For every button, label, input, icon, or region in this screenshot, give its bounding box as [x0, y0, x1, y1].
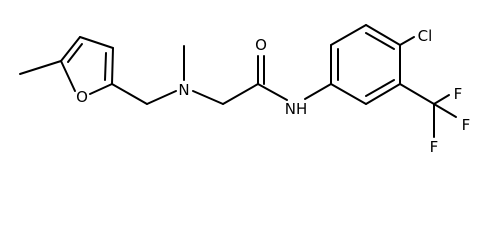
- atom-label-chlorine: Cl: [418, 27, 433, 45]
- bond-furan-c2-o: [89, 83, 113, 95]
- atom-label-amide-nh: NH: [285, 100, 308, 118]
- bond-cf3-f-right: [433, 103, 457, 118]
- bond-aryl-2: [330, 24, 367, 46]
- bond-ch2-n: [146, 90, 177, 105]
- bond-aryl-3: [365, 24, 401, 46]
- bond-furan-c4-c3: [79, 36, 114, 49]
- bond-aryl-cl: [399, 36, 415, 46]
- bond-furan-ch2: [111, 83, 148, 105]
- bond-furan-c5-c4-inner: [67, 43, 83, 63]
- bond-aryl-cf3: [399, 83, 435, 105]
- atom-label-amine-nitrogen: N: [178, 81, 189, 99]
- atom-label-fluorine-top: F: [454, 85, 463, 103]
- atom-label-fluorine-bottom: F: [430, 138, 439, 156]
- bond-aryl-5-inner: [365, 79, 395, 97]
- bond-lines: [19, 24, 457, 138]
- bond-carbonyl-nh: [257, 83, 288, 101]
- structure-canvas: O N O NH Cl F F F: [19, 24, 471, 156]
- bond-furan-o-c5: [60, 60, 76, 92]
- bond-furan-c3-c2-inner: [104, 52, 107, 81]
- molecule-diagram: O N O NH Cl F F F: [19, 24, 471, 156]
- atom-label-carbonyl-oxygen: O: [255, 36, 267, 54]
- bond-furan-c5-c4: [60, 36, 81, 62]
- bond-aryl-3-inner: [365, 32, 395, 50]
- atom-label-fluorine-right: F: [462, 116, 471, 134]
- atom-label-furan-oxygen: O: [76, 88, 88, 106]
- bond-n-ch2: [192, 90, 224, 105]
- bond-aryl-6: [330, 83, 367, 105]
- bond-methyl-furan: [19, 60, 62, 75]
- bond-nh-aryl: [304, 83, 332, 100]
- bond-furan-c3-c2: [111, 47, 114, 85]
- bond-ch2-carbonyl: [222, 83, 259, 105]
- bond-cf3-f-top: [433, 94, 450, 105]
- bond-aryl-5: [365, 83, 401, 105]
